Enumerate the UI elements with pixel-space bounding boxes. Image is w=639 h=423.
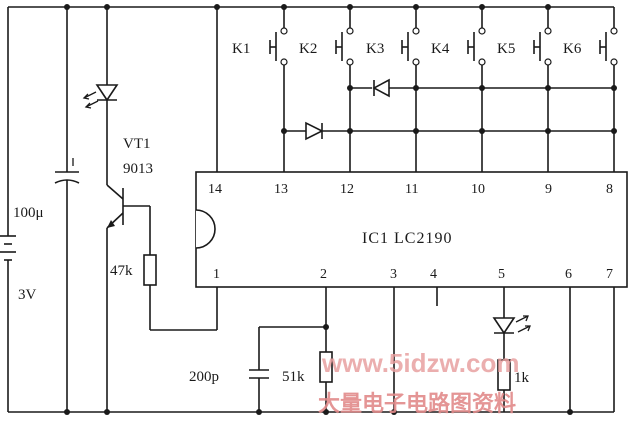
pin-2: 2 — [320, 267, 327, 282]
pin-1: 1 — [213, 267, 220, 282]
pin-8: 8 — [606, 182, 613, 197]
rc-network — [249, 287, 333, 412]
key-k6 — [599, 7, 618, 172]
diode-lower — [281, 121, 617, 141]
transistor-vt1 — [106, 184, 150, 412]
capacitor-200p-label: 200p — [189, 369, 219, 385]
pin-4: 4 — [430, 267, 437, 282]
resistor-47k — [143, 206, 218, 331]
top-rail — [8, 4, 614, 10]
capacitor-100u — [54, 7, 80, 412]
key-k2 — [335, 7, 354, 172]
battery-label: 3V — [18, 287, 37, 303]
key-k1-label: K1 — [232, 41, 250, 57]
capacitor-100u-label: 100μ — [13, 205, 44, 221]
key-k1 — [269, 7, 288, 172]
pin-3: 3 — [390, 267, 397, 282]
key-k3 — [401, 7, 420, 172]
pin-10: 10 — [471, 182, 485, 197]
watermark-url: www.5idzw.com — [321, 348, 519, 378]
diode-upper — [347, 78, 617, 98]
pin-5: 5 — [498, 267, 505, 282]
watermark-cn: 大量电子电路图资料 — [318, 391, 516, 417]
resistor-1k-label: 1k — [514, 370, 530, 386]
key-k4-label: K4 — [431, 41, 450, 57]
key-k5-label: K5 — [497, 41, 515, 57]
battery-3v — [0, 7, 16, 412]
led-indicator-1 — [82, 7, 119, 185]
pin-13: 13 — [274, 182, 288, 197]
ic-label: IC1 LC2190 — [362, 230, 452, 247]
pin-14: 14 — [208, 182, 222, 197]
pin-9: 9 — [545, 182, 552, 197]
transistor-ref-label: VT1 — [123, 136, 151, 152]
ic1-lc2190 — [195, 171, 628, 288]
key-k2-label: K2 — [299, 41, 317, 57]
pin-7: 7 — [606, 267, 613, 282]
bottom-rail — [8, 409, 614, 415]
resistor-47k-label: 47k — [110, 263, 133, 279]
pin-11: 11 — [405, 182, 418, 197]
pin-6: 6 — [565, 267, 572, 282]
resistor-51k-label: 51k — [282, 369, 305, 385]
key-k6-label: K6 — [563, 41, 582, 57]
led-output — [492, 287, 531, 412]
key-k3-label: K3 — [366, 41, 384, 57]
pin-12: 12 — [340, 182, 354, 197]
key-k5 — [533, 7, 552, 172]
transistor-part-label: 9013 — [123, 161, 153, 177]
key-k4 — [467, 7, 486, 172]
